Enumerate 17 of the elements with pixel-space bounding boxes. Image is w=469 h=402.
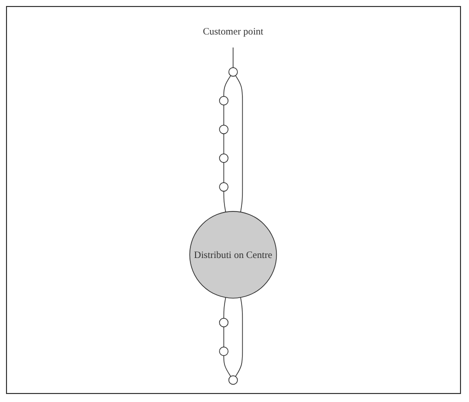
connector xyxy=(236,75,244,212)
connector xyxy=(233,47,234,68)
node-circle xyxy=(220,346,229,356)
connector xyxy=(236,297,244,377)
connector xyxy=(224,297,226,319)
node-circle xyxy=(220,182,229,192)
connector xyxy=(224,75,232,97)
node-text: Customer point xyxy=(203,26,264,37)
node-circle xyxy=(228,375,238,385)
node-circle: Distributi on Centre xyxy=(190,211,278,298)
connector xyxy=(224,190,226,212)
node-circle xyxy=(228,67,238,77)
connector xyxy=(224,355,232,377)
node-circle xyxy=(220,124,229,134)
node-circle xyxy=(220,96,229,106)
node-circle xyxy=(220,318,229,328)
node-circle xyxy=(220,154,229,163)
